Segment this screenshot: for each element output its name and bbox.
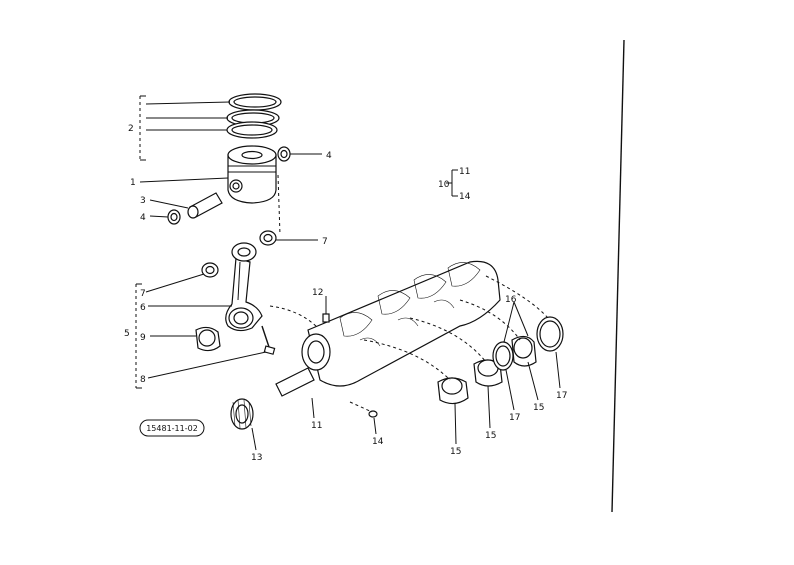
callout-12: 12 — [312, 288, 323, 298]
callout-15-b: 15 — [485, 431, 496, 441]
piston-pin — [187, 192, 223, 219]
callout-7-right: 7 — [322, 237, 328, 247]
small-end-bushing-upper — [259, 230, 277, 246]
crankshaft-key — [322, 313, 330, 323]
crankshaft-gear — [230, 398, 254, 430]
reference-code-badge: 15481-11-02 — [139, 419, 205, 437]
crankshaft-plug — [368, 410, 378, 418]
snap-ring-left — [167, 209, 181, 225]
thrust-washer-1 — [492, 341, 514, 371]
callout-17-b: 17 — [556, 391, 567, 401]
snap-ring-right — [277, 146, 291, 162]
piston — [227, 145, 277, 204]
callout-16: 16 — [505, 295, 517, 305]
callout-3: 3 — [140, 196, 146, 206]
small-end-bushing-lower — [201, 262, 219, 278]
guide-line-rod — [269, 305, 319, 329]
guide-line-piston — [277, 174, 281, 236]
callout-7-left: 7 — [140, 289, 146, 299]
callout-17-a: 17 — [509, 413, 520, 423]
callout-8: 8 — [140, 375, 146, 385]
leader-lines — [139, 101, 561, 451]
callout-15-a: 15 — [450, 447, 461, 457]
main-bearing-2 — [473, 359, 503, 387]
callout-15-c: 15 — [533, 403, 544, 413]
guide-line-plug — [349, 401, 373, 413]
callout-11: 11 — [311, 421, 322, 431]
callout-9: 9 — [140, 333, 146, 343]
callout-11-group: 11 — [459, 167, 470, 177]
callout-5: 5 — [124, 329, 130, 339]
callout-6: 6 — [140, 303, 146, 313]
reference-code-text: 15481-11-02 — [146, 424, 198, 433]
connecting-rod-bolt — [261, 325, 276, 355]
callout-4-right: 4 — [326, 151, 332, 161]
guide-line-washer — [485, 275, 549, 319]
page-border-line — [611, 39, 625, 513]
callout-1: 1 — [130, 178, 136, 188]
callout-14-group: 14 — [459, 192, 471, 202]
callout-13: 13 — [251, 453, 262, 463]
main-bearing-3 — [511, 335, 537, 367]
callout-2: 2 — [128, 124, 134, 134]
crankshaft — [275, 260, 501, 397]
guide-line-bearing-3 — [459, 299, 521, 341]
piston-rings — [226, 93, 282, 139]
callout-10: 10 — [438, 180, 450, 190]
callout-4-left: 4 — [140, 213, 146, 223]
callout-14: 14 — [372, 437, 384, 447]
main-bearing-1 — [437, 377, 469, 405]
connecting-rod — [225, 242, 263, 332]
crankpin-bearing — [195, 326, 221, 352]
thrust-washer-2 — [536, 316, 564, 352]
